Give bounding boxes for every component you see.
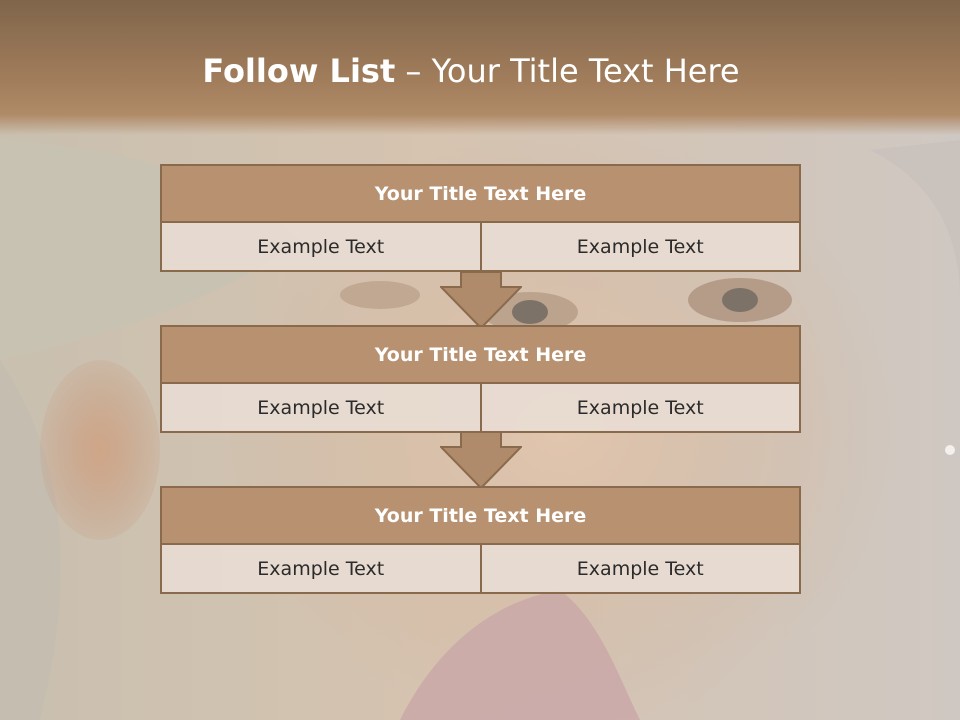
list-block-cell-left: Example Text [162, 545, 480, 592]
list-block-title: Your Title Text Here [162, 166, 799, 223]
list-block-1: Your Title Text Here Example Text Exampl… [160, 164, 801, 272]
slide-title-bold: Follow List [202, 52, 396, 90]
list-block-3: Your Title Text Here Example Text Exampl… [160, 486, 801, 594]
list-block-cell-right: Example Text [479, 545, 799, 592]
list-block-cell-right: Example Text [479, 223, 799, 270]
list-block-title: Your Title Text Here [162, 327, 799, 384]
slide-title-rest: – Your Title Text Here [395, 52, 740, 90]
list-block-cell-left: Example Text [162, 223, 480, 270]
list-block-2: Your Title Text Here Example Text Exampl… [160, 325, 801, 433]
down-arrow-icon [440, 271, 522, 329]
title-band [0, 0, 960, 135]
list-block-cell-right: Example Text [479, 384, 799, 431]
down-arrow-icon [440, 431, 522, 489]
slide-title: Follow List – Your Title Text Here [0, 52, 942, 90]
list-block-title: Your Title Text Here [162, 488, 799, 545]
list-block-cell-left: Example Text [162, 384, 480, 431]
